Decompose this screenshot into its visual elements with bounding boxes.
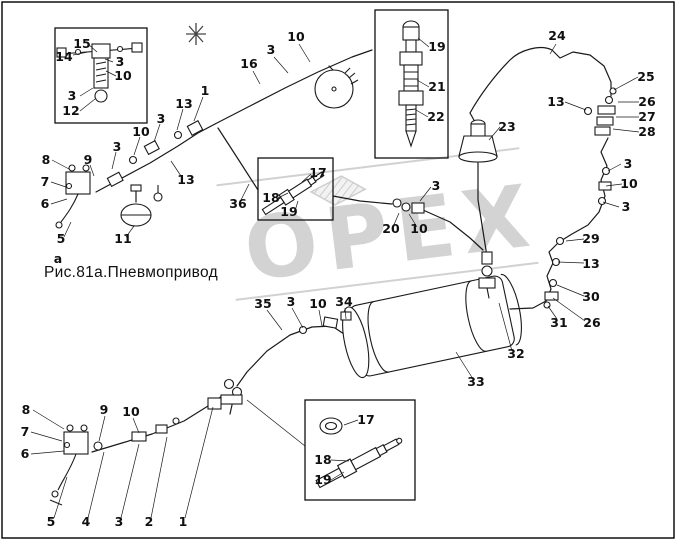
callout-28: 28 [638, 124, 655, 139]
callout-12: 12 [62, 103, 79, 118]
callout-3: 3 [287, 294, 296, 309]
callout-10: 10 [620, 176, 638, 191]
callout-7: 7 [21, 424, 30, 439]
brake-valve-lower [49, 424, 89, 506]
callout-1: 1 [179, 514, 188, 529]
callout-10: 10 [114, 68, 132, 83]
callout-23: 23 [498, 119, 515, 134]
fitting-cluster-right-top [583, 87, 617, 136]
callout-13: 13 [177, 172, 194, 187]
callout-19: 19 [428, 39, 445, 54]
callout-а: а [54, 251, 62, 266]
callout-9: 9 [84, 152, 93, 167]
callout-24: 24 [548, 28, 566, 43]
callout-3: 3 [116, 54, 125, 69]
callout-2: 2 [145, 514, 154, 529]
callout-19: 19 [314, 472, 331, 487]
fitting [106, 171, 124, 188]
callout-27: 27 [638, 109, 655, 124]
callout-35: 35 [254, 296, 271, 311]
callout-11: 11 [114, 231, 131, 246]
air-reservoir [342, 274, 522, 379]
callout-14: 14 [55, 49, 73, 64]
callout-5: 5 [47, 514, 56, 529]
brake-valve-upper [55, 164, 91, 229]
callout-17: 17 [309, 165, 326, 180]
callout-10: 10 [122, 404, 140, 419]
callout-9: 9 [100, 402, 109, 417]
callout-8: 8 [22, 402, 31, 417]
callout-30: 30 [582, 289, 600, 304]
callout-26: 26 [583, 315, 601, 330]
callout-3: 3 [115, 514, 124, 529]
callout-10: 10 [309, 296, 327, 311]
callout-3: 3 [267, 42, 276, 57]
callout-10: 10 [410, 221, 428, 236]
callout-33: 33 [467, 374, 484, 389]
callout-6: 6 [41, 196, 50, 211]
fittings-and-valves [49, 67, 617, 506]
inset-detail-hose-small [257, 157, 334, 221]
callout-3: 3 [624, 156, 633, 171]
callout-13: 13 [175, 96, 192, 111]
callout-3: 3 [432, 178, 441, 193]
callout-18: 18 [314, 452, 331, 467]
callout-8: 8 [42, 152, 51, 167]
callout-34: 34 [335, 294, 353, 309]
callout-29: 29 [582, 231, 599, 246]
callout-21: 21 [428, 79, 445, 94]
leader-lines [30, 37, 640, 519]
figure-caption: Рис.81а.Пневмопривод [44, 264, 218, 281]
callout-3: 3 [157, 111, 166, 126]
callout-16: 16 [240, 56, 258, 71]
callout-20: 20 [382, 221, 400, 236]
watermark-logo-diamond [309, 175, 367, 206]
callout-32: 32 [507, 346, 524, 361]
callout-31: 31 [550, 315, 567, 330]
callout-10: 10 [132, 124, 150, 139]
asterisk-mark [186, 23, 206, 45]
callout-19: 19 [280, 204, 297, 219]
callout-26: 26 [638, 94, 656, 109]
callout-10: 10 [287, 29, 305, 44]
callout-7: 7 [41, 174, 50, 189]
callout-1: 1 [201, 83, 210, 98]
callout-3: 3 [622, 199, 631, 214]
callout-3: 3 [68, 88, 77, 103]
inset-detail-top-middle [374, 9, 449, 159]
callout-3: 3 [113, 139, 122, 154]
callout-13: 13 [547, 94, 564, 109]
callout-18: 18 [262, 190, 279, 205]
inset-detail-hose-large [304, 399, 416, 501]
callout-25: 25 [637, 69, 654, 84]
callout-17: 17 [357, 412, 374, 427]
valve-23 [458, 119, 498, 163]
callout-6: 6 [21, 446, 30, 461]
callout-22: 22 [427, 109, 444, 124]
callout-5: 5 [57, 231, 66, 246]
callout-13: 13 [582, 256, 599, 271]
callout-15: 15 [73, 36, 90, 51]
callout-36: 36 [229, 196, 247, 211]
valve-32 [478, 251, 496, 299]
callout-4: 4 [82, 514, 91, 529]
junction-lower [220, 378, 243, 405]
inset-detail-top-left [54, 27, 148, 124]
junction-20 [392, 198, 425, 214]
